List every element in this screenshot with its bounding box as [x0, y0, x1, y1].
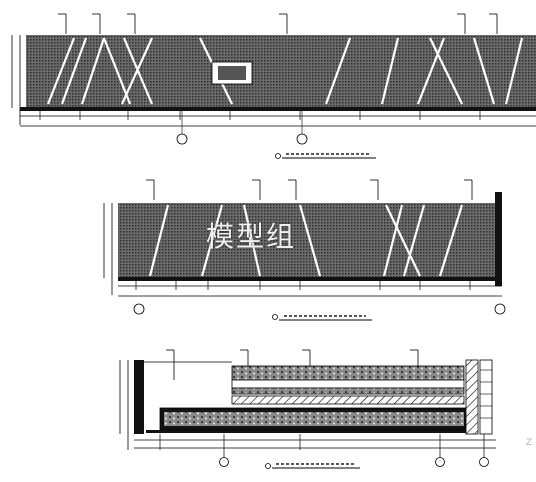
grid-bubble-icon: [219, 457, 229, 467]
grid-bubble-icon: [479, 457, 489, 467]
section-c: [119, 349, 496, 469]
grid-bubble-icon: [176, 133, 188, 145]
corner-mark: Z: [525, 438, 532, 448]
elevation-a: [11, 13, 536, 159]
grid-bubble-icon: [296, 133, 308, 145]
grid-bubble-icon: [133, 303, 145, 315]
grid-bubble-icon: [494, 303, 506, 315]
wall-hatch: [26, 35, 536, 107]
grid-bubble-icon: [435, 457, 445, 467]
watermark-text: 模型组: [206, 220, 297, 253]
elevation-b: [103, 179, 506, 321]
